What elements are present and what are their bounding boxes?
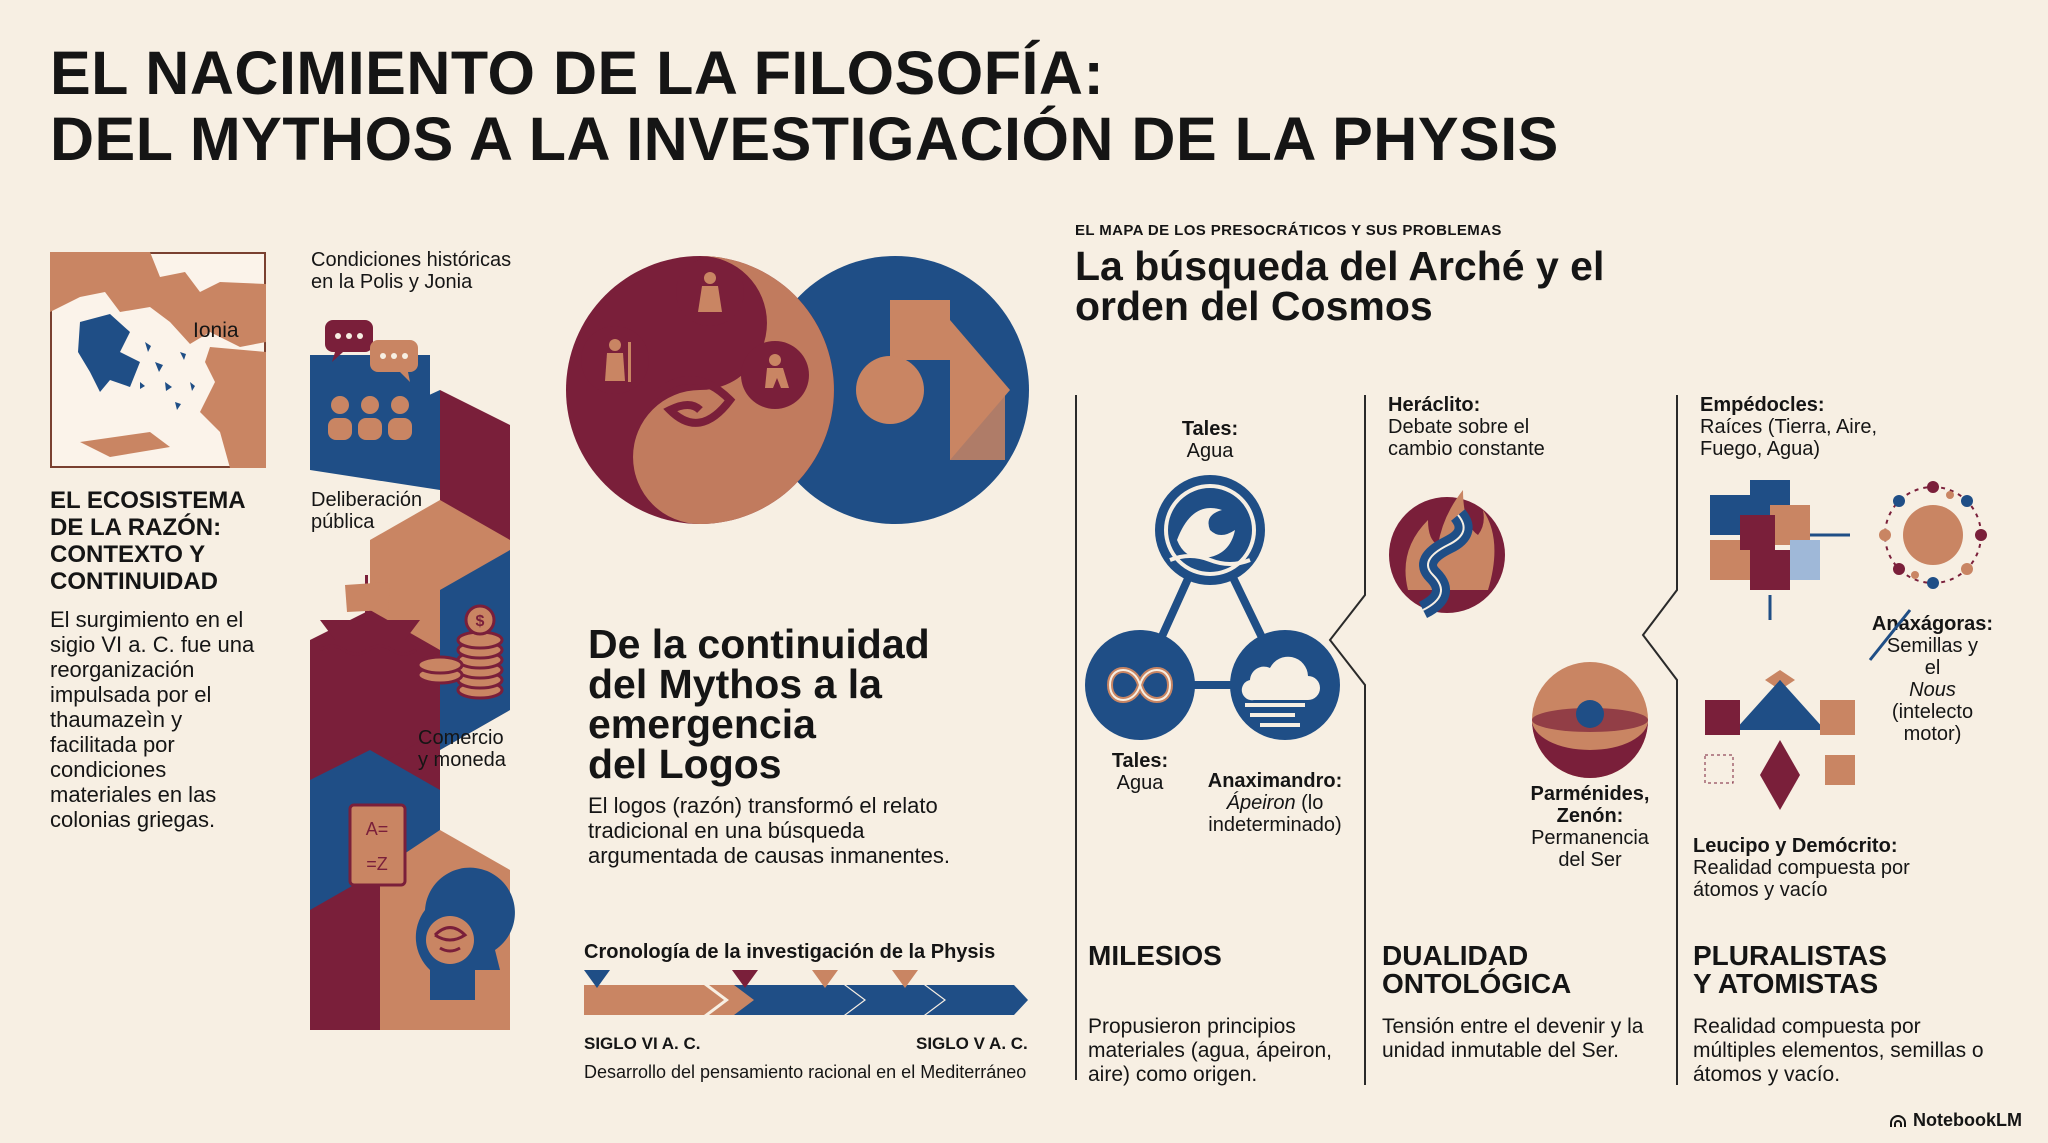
- logos-heading: De la continuidad del Mythos a la emerge…: [588, 621, 930, 787]
- parmenides-name: Parménides, Zenón:: [1530, 783, 1650, 827]
- apeiron-term: Ápeiron: [1226, 792, 1296, 814]
- ecosystem-heading: EL ECOSISTEMA DE LA RAZÓN: CONTEXTO Y CO…: [50, 487, 246, 595]
- logos-heading-line: De la continuidad: [588, 621, 930, 667]
- tales-top-value: Agua: [1186, 440, 1234, 462]
- page-title: EL NACIMIENTO DE LA FILOSOFÍA: DEL MYTHO…: [50, 40, 1559, 172]
- dualidad-heading-line: DUALIDAD: [1382, 940, 1529, 971]
- sphere-being-icon: [1532, 662, 1648, 778]
- tales-top-label: Tales: Agua: [1160, 418, 1260, 462]
- pluralistas-body: Realidad compuesta por múltiples element…: [1693, 1015, 1984, 1086]
- tales-left-label: Tales: Agua: [1090, 750, 1190, 794]
- heraclito-label: Heráclito: Debate sobre el cambio consta…: [1388, 394, 1588, 460]
- ecosystem-heading-line: DE LA RAZÓN:: [50, 514, 222, 541]
- fire-river-icon: [1389, 490, 1505, 619]
- anaximandro-label: Anaximandro: Ápeiron (lo indeterminado): [1205, 770, 1345, 836]
- arche-heading: La búsqueda del Arché y el orden del Cos…: [1075, 243, 1605, 329]
- anaximandro-name: Anaximandro:: [1207, 770, 1343, 792]
- timeline-start: SIGLO VI A. C.: [584, 1034, 701, 1053]
- pluralistas-heading-line: PLURALISTAS: [1693, 940, 1887, 971]
- arche-heading-line: La búsqueda del Arché y el: [1075, 243, 1605, 289]
- milesios-body: Propusieron principios materiales (agua,…: [1088, 1015, 1332, 1086]
- brand-text: NotebookLM: [1913, 1110, 2022, 1130]
- empedocles-label: Empédocles: Raíces (Tierra, Aire, Fuego,…: [1700, 394, 1900, 460]
- divider-right: [1641, 395, 1678, 1085]
- leucipo-value: Realidad compuesta por átomos y vacío: [1693, 857, 1910, 901]
- timeline-title: Cronología de la investigación de la Phy…: [584, 941, 996, 963]
- milesios-heading: MILESIOS: [1088, 940, 1222, 971]
- anaxagoras-value: Semillas y el: [1886, 635, 1979, 679]
- milesios-triangle: [1085, 475, 1340, 740]
- notebooklm-logo-icon: [1890, 1114, 1907, 1127]
- title-line-2: DEL MYTHOS A LA INVESTIGACIÓN DE LA PHYS…: [50, 105, 1559, 173]
- tales-left-name: Tales:: [1111, 750, 1169, 772]
- empedocles-value: Raíces (Tierra, Aire, Fuego, Agua): [1700, 416, 1878, 460]
- conditions-label: Condiciones históricas en la Polis y Jon…: [311, 249, 512, 293]
- empedocles-name: Empédocles:: [1700, 394, 1825, 416]
- ecosystem-heading-line: CONTEXTO Y: [50, 541, 206, 568]
- arche-heading-line: orden del Cosmos: [1075, 283, 1433, 329]
- svg-text:=Z: =Z: [366, 854, 388, 874]
- timeline-caption: Desarrollo del pensamiento racional en e…: [584, 1062, 1027, 1082]
- ecosystem-heading-line: EL ECOSISTEMA: [50, 487, 246, 514]
- ecosystem-body: El surgimiento en el sigio VI a. C. fue …: [50, 607, 255, 832]
- dualidad-heading-line: ONTOLÓGICA: [1382, 968, 1572, 999]
- logos-heading-line: del Logos: [588, 741, 782, 787]
- nous-italic: Nous: [1909, 679, 1956, 701]
- divider-left: [1075, 395, 1077, 1080]
- tales-left-value: Agua: [1116, 772, 1164, 794]
- deliberation-label: Deliberación pública: [311, 489, 431, 533]
- dualidad-body: Tensión entre el devenir y la unidad inm…: [1382, 1015, 1644, 1062]
- mythos-logos-circles: [566, 256, 1029, 524]
- atoms-cluster-icon: [1704, 609, 1912, 810]
- divider-middle: [1328, 395, 1366, 1085]
- apeiron-rest: (lo indeterminado): [1208, 792, 1342, 836]
- anaxagoras-value-rest: (intelecto motor): [1891, 701, 1974, 745]
- deliberation-text: Deliberación pública: [311, 489, 423, 533]
- pluralistas-heading: PLURALISTAS Y ATOMISTAS: [1693, 942, 1887, 998]
- heraclito-value: Debate sobre el cambio constante: [1388, 416, 1545, 460]
- svg-text:$: $: [476, 613, 485, 630]
- greece-map-icon: [50, 252, 266, 468]
- parmenides-label: Parménides, Zenón: Permanencia del Ser: [1500, 783, 1680, 871]
- parmenides-value: Permanencia del Ser: [1531, 827, 1649, 871]
- map-label-ionia: Ionia: [193, 319, 239, 342]
- commerce-label: Comercio y moneda: [418, 727, 506, 771]
- logos-heading-line: emergencia: [588, 701, 816, 747]
- title-line-1: EL NACIMIENTO DE LA FILOSOFÍA:: [50, 39, 1105, 107]
- polis-conditions-stack: $ A= =Z: [310, 320, 515, 1030]
- logos-body: El logos (razón) transformó el relato tr…: [588, 793, 951, 868]
- pluralistas-heading-line: Y ATOMISTAS: [1693, 968, 1879, 999]
- leucipo-name: Leucipo y Demócrito:: [1693, 835, 1898, 857]
- heraclito-name: Heráclito:: [1388, 394, 1481, 416]
- leucipo-label: Leucipo y Demócrito: Realidad compuesta …: [1693, 835, 1923, 901]
- svg-text:A=: A=: [366, 819, 389, 839]
- timeline-end: SIGLO V A. C.: [916, 1034, 1028, 1053]
- nous-term: Nous: [1860, 679, 2005, 701]
- presocratics-kicker: EL MAPA DE LOS PRESOCRÁTICOS Y SUS PROBL…: [1075, 222, 1502, 239]
- anaxagoras-label: Anaxágoras: Semillas y el Nous (intelect…: [1860, 613, 2005, 745]
- dualidad-heading: DUALIDAD ONTOLÓGICA: [1382, 942, 1571, 998]
- anaximandro-value: Ápeiron (lo indeterminado): [1205, 792, 1345, 836]
- timeline-arrow: [584, 970, 1028, 1015]
- brand: NotebookLM: [1889, 1110, 2022, 1131]
- tales-top-name: Tales:: [1181, 418, 1239, 440]
- elements-cubes-icon: [1710, 480, 1987, 620]
- logos-heading-line: del Mythos a la: [588, 661, 882, 707]
- ecosystem-heading-line: CONTINUIDAD: [50, 568, 218, 595]
